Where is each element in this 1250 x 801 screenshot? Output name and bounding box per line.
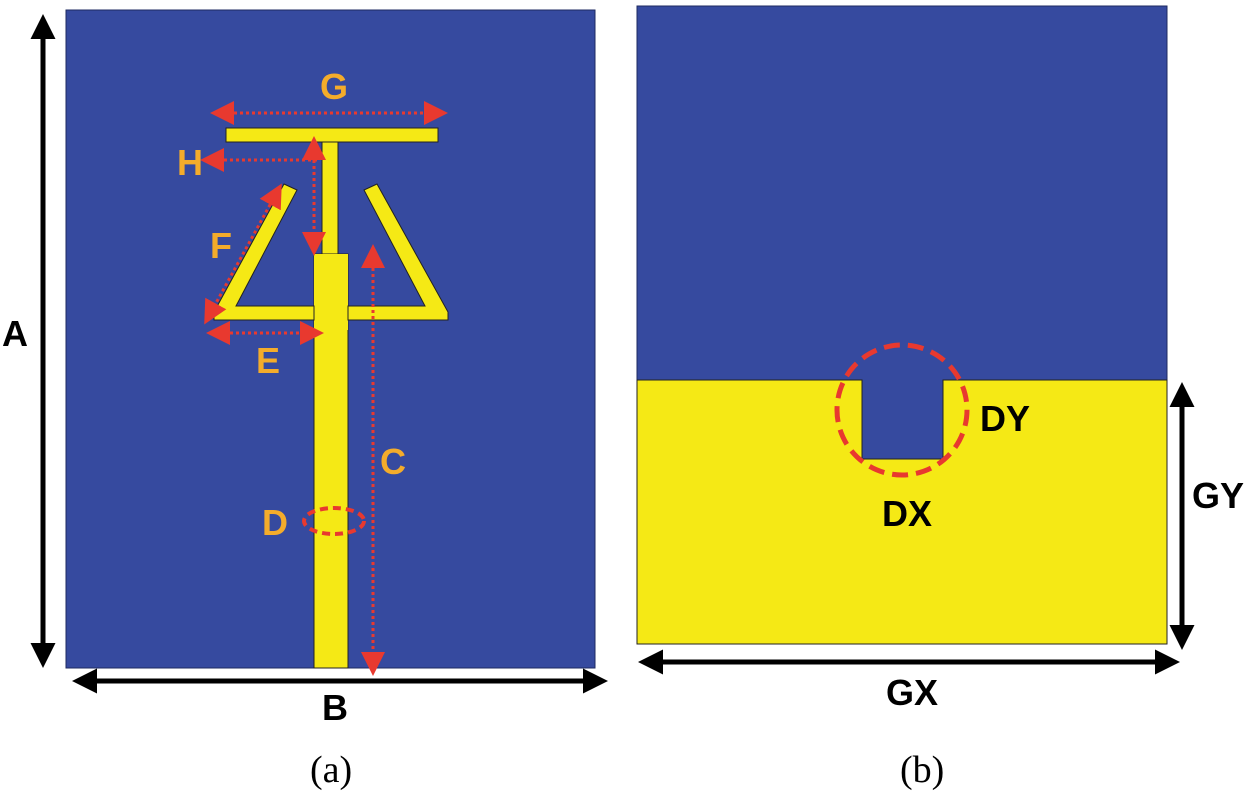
dimension-F xyxy=(204,183,282,325)
label-C: C xyxy=(380,441,406,482)
ground-slot-highlight-circle xyxy=(834,342,970,478)
top-horizontal-strip xyxy=(225,127,439,143)
label-D: D xyxy=(262,502,288,543)
label-GX: GX xyxy=(886,672,938,713)
panel-b-back-view: DY DX GY GX (b) xyxy=(636,5,1244,791)
label-F: F xyxy=(210,225,232,266)
panel-a-outer-dimensions xyxy=(30,13,608,694)
label-DY: DY xyxy=(980,398,1030,439)
dimension-D-circle xyxy=(302,506,366,536)
label-GY: GY xyxy=(1192,475,1244,516)
panel-b-outer-dimensions xyxy=(638,382,1195,675)
panel-a-labels: G H F E C D xyxy=(177,66,406,543)
label-DX: DX xyxy=(882,493,932,534)
vertical-stub-strip xyxy=(321,141,339,255)
label-E: E xyxy=(256,340,280,381)
ground-plane xyxy=(636,379,1168,645)
panel-a-front-view: G H F E C D A B (a) xyxy=(2,9,608,791)
caption-a: (a) xyxy=(310,749,352,791)
right-slanted-arm xyxy=(347,183,449,321)
label-B: B xyxy=(322,687,348,728)
label-A: A xyxy=(2,313,28,354)
label-H: H xyxy=(177,142,203,183)
panel-a-dimension-lines xyxy=(200,101,448,676)
label-G: G xyxy=(320,66,348,107)
wide-feed-section xyxy=(314,254,348,330)
caption-b: (b) xyxy=(900,749,944,791)
